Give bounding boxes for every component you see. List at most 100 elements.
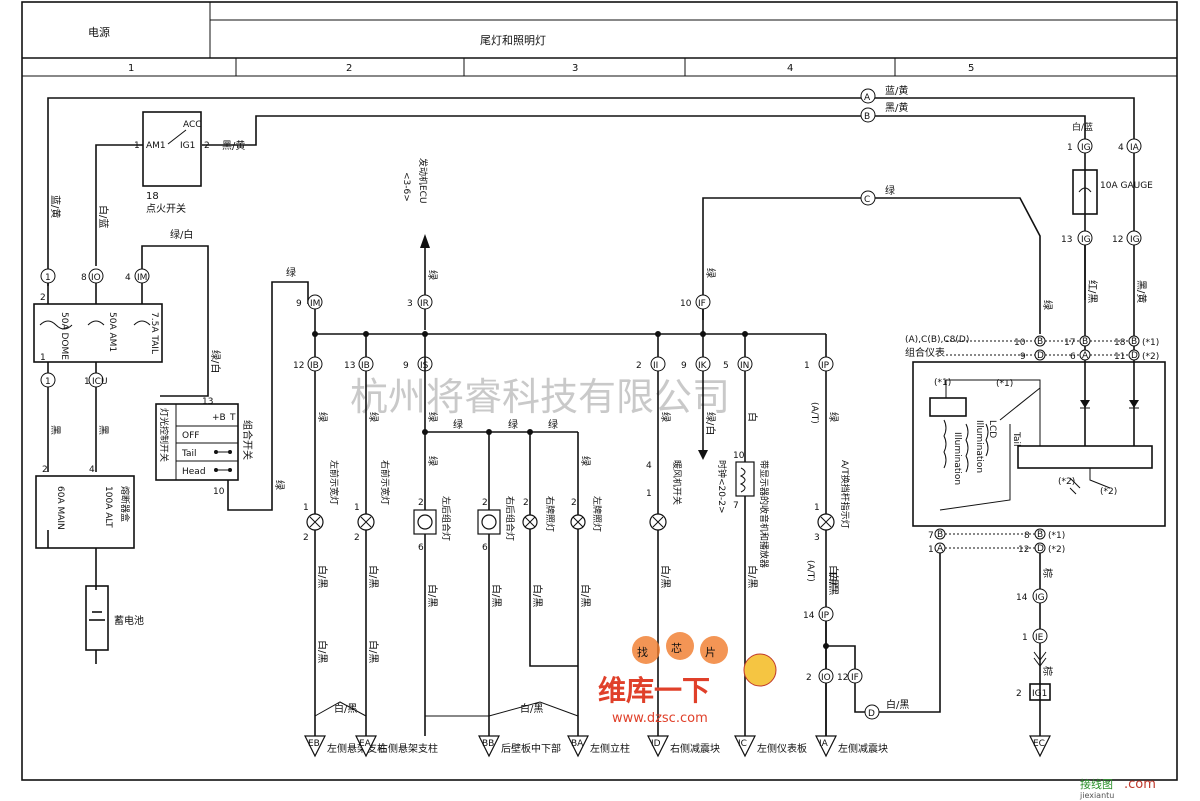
cl-p2g: 2 — [1016, 689, 1022, 699]
ecu-conn — [417, 294, 433, 310]
up-m10: 10 — [680, 299, 692, 309]
cl-p9: 9 — [1020, 352, 1026, 362]
branch-lbot-6: 3 — [814, 533, 820, 543]
ecu-c3: 3 — [407, 299, 413, 309]
logo-main: 维库一下 — [598, 674, 710, 707]
ground-name-6: 左侧减震块 — [838, 742, 888, 755]
logo-url: www.dzsc.com — [612, 711, 708, 726]
rear-wb3: 白/黑 — [531, 584, 544, 607]
lower-p12id: IF — [851, 673, 859, 683]
ground-symbol-7 — [1029, 735, 1051, 758]
ground-ic: IC 左侧仪表板 — [734, 735, 807, 758]
branch-pin-6: 1 — [804, 361, 810, 371]
gw-c: 白/黑 — [367, 640, 380, 663]
wire-b-color: 黑/黄 — [885, 101, 908, 114]
jb-alt: 100A ALT — [103, 486, 113, 528]
branch-connid-5: IN — [740, 361, 749, 371]
logo-3: 片 — [705, 646, 716, 659]
cl-p18: 18 — [1114, 338, 1126, 348]
branch-ltop-5: 10 — [733, 451, 745, 461]
rear-p2a: 2 — [418, 498, 424, 508]
zone-3: 3 — [572, 63, 578, 74]
cl-f4: 4 — [1118, 143, 1124, 153]
rear-lamps: 绿 绿 绿 绿 绿 2 6 2 6 2 2 左后组合灯 右后组合灯 右牌照灯 左… — [413, 334, 603, 736]
logo-watermark: 找 芯 片 维库一下 www.dzsc.com 接线图 .com jiexian… — [598, 632, 1156, 800]
cl-f12: 12 — [1112, 235, 1123, 245]
ground-id-3: BA — [571, 739, 584, 749]
ignition-switch: ACC AM1 IG1 1 2 黑/黄 18 点火开关 — [95, 111, 245, 266]
branch-conn-1 — [358, 356, 374, 372]
up-m9: 9 — [296, 299, 302, 309]
pw-c4: 4 — [125, 273, 131, 283]
d-color: 白/黑 — [886, 698, 909, 711]
rear-wb5: 白/黑 — [520, 702, 543, 715]
rear-w3: 绿 — [548, 418, 558, 431]
lower-p2: 2 — [806, 673, 812, 683]
pw-black1: 黑 — [49, 425, 61, 435]
pw-c8id: IO — [91, 273, 101, 283]
branch-name-1: 右前示宽灯 — [379, 460, 391, 505]
cl-p17id: B — [1082, 337, 1088, 347]
ground-id-5: IC — [738, 739, 747, 749]
cl-f13id: IG — [1081, 235, 1091, 245]
combo-out-green: 绿 — [286, 266, 296, 279]
cl-p8: 8 — [1024, 531, 1030, 541]
rear-l4: 左牌照灯 — [591, 496, 603, 532]
ign-pin2: 2 — [204, 141, 210, 151]
cl-ill1: Illumination — [952, 432, 962, 485]
branch-name-3: 暖风机开关 — [671, 460, 683, 505]
battery-name: 蓄电池 — [114, 614, 144, 627]
branch-ltop-0: 1 — [303, 503, 309, 513]
cl-star1: (*1) — [934, 378, 951, 388]
cl-p11: 11 — [1114, 352, 1125, 362]
ground-name-2: 后壁板中下部 — [501, 742, 561, 755]
branch-name-5: 带显示器的收音机和播放器 — [758, 460, 770, 568]
pw-p1: 1 — [40, 353, 46, 363]
lower-p14id: IP — [821, 611, 830, 621]
cl-p14gid: IG — [1035, 593, 1045, 603]
ground-symbol-5 — [734, 735, 756, 758]
branch-pin-5: 5 — [723, 361, 729, 371]
cl-brown2: 棕 — [1041, 666, 1054, 676]
cl-star1b: (*1) — [996, 379, 1013, 389]
rear-wb4: 白/黑 — [579, 584, 592, 607]
ground-id-2: BB — [482, 739, 494, 749]
ground-symbol-1 — [355, 735, 377, 758]
rear-l1: 左后组合灯 — [440, 496, 452, 541]
cl-s2: (*2) — [1142, 352, 1159, 362]
combo-pin10: 10 — [213, 487, 225, 497]
ground-name-5: 左侧仪表板 — [757, 742, 807, 755]
ign-am1: AM1 — [146, 141, 166, 151]
rear-wb1: 白/黑 — [426, 584, 439, 607]
cl-p6id: A — [1082, 351, 1089, 361]
rear-p2b: 2 — [482, 498, 488, 508]
cl-p11id: D — [1131, 351, 1138, 361]
cl-s1: (*1) — [1142, 338, 1159, 348]
ground-bb: BB 后壁板中下部 — [478, 735, 561, 758]
header-frame: 电源 尾灯和照明灯 1 2 3 4 5 — [21, 1, 1178, 781]
cl-p1id: A — [937, 544, 944, 554]
branch-wire2-0: 白/黑 — [316, 565, 329, 588]
ecu-wire: 绿 — [426, 270, 439, 280]
ground-id-6: IA — [819, 739, 829, 749]
conn-icu — [88, 372, 104, 388]
branch-name-4: 时钟<20-2> — [716, 460, 728, 514]
ecu-ref: <3-6> — [401, 172, 411, 202]
up-green: 绿 — [704, 268, 717, 278]
branch-wire-6: 绿 — [827, 412, 840, 422]
branch-connid-4: IK — [698, 361, 708, 371]
pw-c1: 1 — [45, 273, 51, 283]
cl-lcd: LCD — [987, 420, 997, 438]
combination-meter: (A),C(B),C8(D) 组合仪表 1 IG 白/蓝 10A GAUGE 1… — [905, 121, 1166, 736]
ecu-branch: 发动机ECU <3-6> 绿 3 IR — [401, 158, 439, 330]
branch-connid-0: IB — [310, 361, 319, 371]
cl-tail: Tail — [1011, 431, 1021, 447]
rear-l3: 右牌照灯 — [544, 496, 556, 532]
wire-b-label: B — [864, 112, 870, 122]
